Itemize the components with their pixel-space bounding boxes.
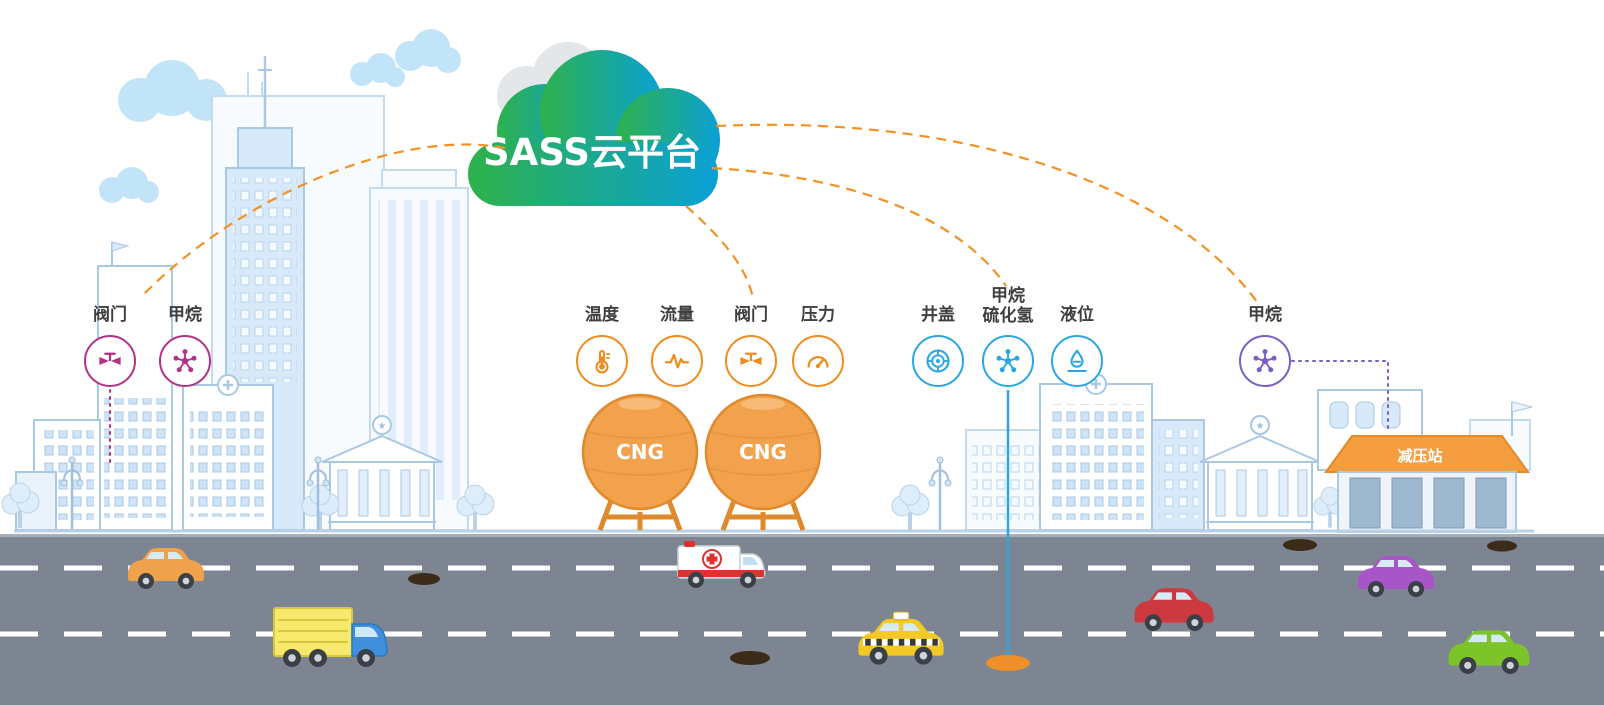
sensor-label: 甲烷 硫化氢 — [982, 286, 1034, 326]
cloud-title: SASS云平台 — [483, 131, 701, 174]
road — [0, 534, 1604, 705]
sensor-valve-cng: 阀门 — [725, 305, 777, 387]
sky-clouds — [99, 29, 461, 203]
station-doors — [1349, 477, 1507, 529]
link-station — [715, 123, 1261, 307]
station-cluster: 减压站 — [1317, 389, 1533, 533]
cng-tanks: CNG CNG — [581, 393, 822, 531]
link-city — [141, 143, 506, 297]
methane-icon — [1239, 334, 1291, 387]
city-left: ★ — [1, 56, 495, 532]
city-middle: ★ — [891, 373, 1348, 532]
valve-icon — [725, 334, 777, 387]
link-cng — [685, 205, 755, 299]
sensor-label: 液位 — [1060, 305, 1094, 325]
saas-cloud: SASS云平台 — [468, 42, 720, 206]
sensor-label: 甲烷 — [1248, 305, 1282, 325]
flow-icon — [651, 334, 703, 387]
sensor-methane-station: 甲烷 — [1239, 305, 1291, 387]
methane-h2s-icon — [982, 335, 1034, 388]
street-lamp — [928, 455, 952, 532]
taxi — [858, 611, 944, 665]
connector-station — [1291, 360, 1389, 431]
sensor-manhole: 井盖 — [912, 305, 964, 387]
truck — [273, 607, 388, 667]
sensor-label: 阀门 — [734, 305, 768, 325]
sensor-label: 温度 — [585, 305, 619, 325]
valve-icon — [84, 334, 136, 387]
temperature-icon — [576, 334, 628, 387]
sensor-label: 井盖 — [921, 305, 955, 325]
sensor-temperature: 温度 — [576, 305, 628, 387]
svg-text:★: ★ — [1256, 421, 1265, 432]
methane-icon — [159, 334, 211, 387]
sensor-label: 阀门 — [93, 305, 127, 325]
tree — [891, 484, 930, 531]
sensor-label: 压力 — [801, 305, 835, 325]
cloud-links — [141, 123, 1261, 307]
manhole-cover — [1283, 539, 1317, 551]
pipeline-outlet — [986, 655, 1030, 671]
sensor-valve-city: 阀门 — [84, 305, 136, 387]
sensor-flow: 流量 — [651, 305, 703, 387]
sensor-label: 甲烷 — [168, 305, 202, 325]
manhole-cover — [730, 651, 770, 665]
station-label: 减压站 — [1397, 447, 1442, 465]
pressure-icon — [792, 334, 844, 387]
cng-tank-label: CNG — [739, 440, 787, 464]
manhole-icon — [912, 334, 964, 387]
sensor-liquid-level: 液位 — [1051, 305, 1103, 387]
manhole-cover — [408, 573, 440, 585]
sensor-pressure: 压力 — [792, 305, 844, 387]
liquid-level-icon — [1051, 334, 1103, 387]
sensor-methane-city: 甲烷 — [159, 305, 211, 387]
cng-tank-label: CNG — [616, 440, 664, 464]
sensor-label: 流量 — [660, 305, 694, 325]
svg-text:★: ★ — [378, 421, 387, 432]
manhole-cover — [1487, 540, 1517, 552]
ambulance — [677, 541, 766, 588]
vehicles — [128, 541, 1530, 674]
sensor-methane-h2s: 甲烷 硫化氢 — [982, 286, 1034, 388]
link-pipeline — [711, 166, 1007, 287]
